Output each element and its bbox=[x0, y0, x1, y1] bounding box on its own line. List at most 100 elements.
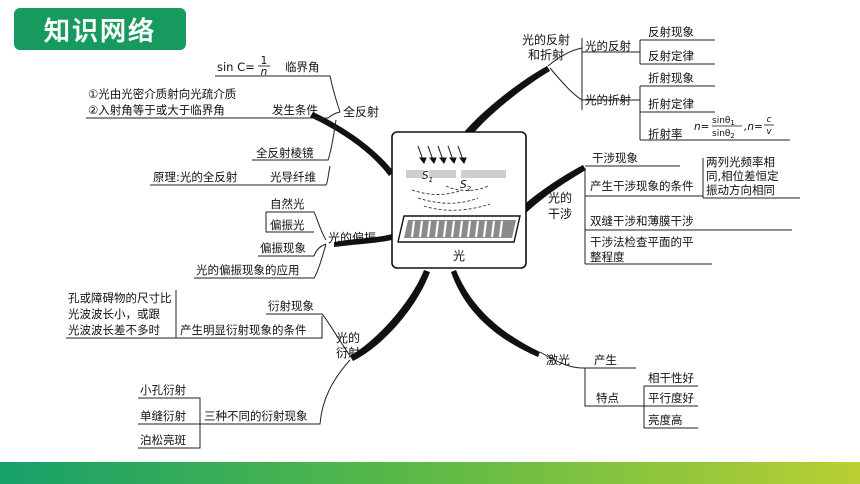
branch-interference bbox=[520, 165, 586, 213]
center-frame bbox=[391, 131, 527, 269]
if-connector-condition bbox=[585, 158, 800, 199]
if-double-slit: 双缝干涉和薄膜干涉 bbox=[590, 214, 694, 228]
rr-reflection-law: 反射定律 bbox=[648, 49, 694, 63]
diff-condition-1: 孔或障碍物的尺寸比 bbox=[68, 291, 172, 305]
interference-group: 光的 干涉 干涉现象 产生干涉现象的条件 两列光频率相 同,相位差恒定 振动方向… bbox=[548, 151, 779, 264]
diff-single-slit: 单缝衍射 bbox=[140, 409, 186, 423]
laser-brightness: 亮度高 bbox=[648, 413, 683, 427]
if-flatness-2: 整程度 bbox=[590, 250, 625, 264]
slit-s2 bbox=[456, 169, 461, 179]
tr-connector-condition bbox=[86, 111, 341, 119]
diff-connector-phenomenon bbox=[266, 313, 351, 357]
svg-text:c: c bbox=[767, 115, 772, 125]
laser-connector-main bbox=[539, 351, 636, 369]
diffraction-group: 光的 衍射 衍射现象 产生明显衍射现象的条件 孔或障碍物的尺寸比 光波波长小，或… bbox=[68, 291, 360, 447]
svg-text:v: v bbox=[766, 127, 772, 137]
svg-text:sinθ2: sinθ2 bbox=[712, 129, 735, 140]
rr-refractive-index: 折射率 bbox=[648, 127, 683, 141]
pol-connector-top bbox=[266, 211, 327, 241]
tr-condition: 发生条件 bbox=[272, 103, 318, 117]
pol-connector-mid bbox=[258, 243, 327, 257]
diff-condition-2: 光波波长小，或跟 bbox=[68, 307, 160, 321]
rr-reflection: 光的反射 bbox=[585, 39, 631, 53]
pol-phenomenon: 偏振现象 bbox=[260, 241, 306, 255]
branch-polarization bbox=[334, 234, 392, 247]
tr-connector-critical bbox=[215, 75, 341, 113]
laser-title: 激光 bbox=[546, 353, 570, 367]
tr-critical-angle: 临界角 bbox=[285, 60, 320, 74]
slit-s1 bbox=[424, 169, 429, 179]
diff-small-hole: 小孔衍射 bbox=[140, 383, 186, 397]
reflection-refraction-group: 光的反射 和折射 光的反射 反射现象 反射定律 光的折射 折射现象 折射定律 折… bbox=[522, 25, 774, 141]
svg-text:sinθ1: sinθ1 bbox=[712, 116, 735, 127]
diff-three-types: 三种不同的衍射现象 bbox=[204, 409, 308, 423]
branch-laser bbox=[451, 270, 540, 357]
tr-condition-2: ②入射角等于或大于临界角 bbox=[88, 103, 225, 117]
total-reflection-group: 全反射 sin C= 1 n 临界角 ①光由光密介质射向光疏介质 ②入射角等于或… bbox=[88, 55, 379, 184]
diff-poisson: 泊松亮斑 bbox=[140, 433, 186, 447]
if-condition-1: 两列光频率相 bbox=[706, 155, 775, 169]
tr-prism: 全反射棱镜 bbox=[256, 146, 314, 160]
rr-connector-reflection-h bbox=[582, 39, 715, 65]
polarization-group: 光的偏振 自然光 偏振光 偏振现象 光的偏振现象的应用 bbox=[196, 197, 376, 277]
s2-label: S2 bbox=[460, 179, 472, 193]
s1-label: S1 bbox=[422, 170, 433, 184]
rr-reflection-phenomenon: 反射现象 bbox=[648, 25, 694, 39]
laser-parallelism: 平行度好 bbox=[648, 391, 694, 405]
tr-fiber-principle: 原理:光的全反射 bbox=[153, 170, 238, 184]
branch-total-reflection bbox=[310, 112, 394, 176]
connector-lines bbox=[66, 38, 800, 449]
laser-connector-v bbox=[584, 368, 644, 407]
tr-formula: sin C= bbox=[217, 60, 255, 74]
rr-connector-refraction-h bbox=[639, 85, 790, 141]
rr-refraction: 光的折射 bbox=[585, 93, 631, 107]
svg-text:,n=: ,n= bbox=[744, 121, 763, 133]
pol-connector-bottom bbox=[194, 243, 327, 279]
rr-refraction-phenomenon: 折射现象 bbox=[648, 71, 694, 85]
diff-connector-types bbox=[138, 397, 201, 449]
tr-formula-num: 1 bbox=[261, 55, 268, 67]
diff-title-2: 衍射 bbox=[336, 345, 360, 360]
wavefronts bbox=[411, 185, 491, 211]
diff-connector-three bbox=[200, 359, 351, 425]
footer-gradient-bar bbox=[0, 462, 860, 484]
diff-connector-cond-text bbox=[66, 290, 177, 339]
diff-connector-condition bbox=[176, 316, 323, 339]
if-title-2: 干涉 bbox=[548, 207, 572, 221]
svg-text:n=: n= bbox=[694, 121, 709, 133]
tr-fiber: 光导纤维 bbox=[270, 170, 316, 184]
pol-connector-v1 bbox=[265, 212, 314, 233]
if-flatness-1: 干涉法检查平面的平 bbox=[590, 235, 694, 249]
diff-title-1: 光的 bbox=[336, 330, 360, 345]
tr-condition-1: ①光由光密介质射向光疏介质 bbox=[88, 87, 236, 101]
pol-application: 光的偏振现象的应用 bbox=[196, 263, 300, 277]
if-condition-3: 振动方向相同 bbox=[706, 183, 775, 197]
light-rays bbox=[417, 145, 467, 164]
laser-produce: 产生 bbox=[594, 353, 617, 367]
if-condition: 产生干涉现象的条件 bbox=[590, 179, 694, 193]
rr-title-2: 和折射 bbox=[528, 47, 564, 62]
diff-phenomenon: 衍射现象 bbox=[268, 299, 314, 313]
if-condition-2: 同,相位差恒定 bbox=[706, 169, 779, 183]
laser-features: 特点 bbox=[596, 391, 619, 405]
laser-group: 激光 产生 特点 相干性好 平行度好 亮度高 bbox=[546, 353, 694, 427]
diff-condition-3: 光波波长差不多时 bbox=[68, 323, 160, 337]
branch-diffraction bbox=[350, 270, 430, 361]
laser-coherence: 相干性好 bbox=[648, 371, 694, 385]
diff-condition: 产生明显衍射现象的条件 bbox=[180, 323, 307, 337]
rr-refractive-formula: n= sinθ1 sinθ2 ,n= c v bbox=[694, 115, 774, 140]
tr-connector-fiber bbox=[252, 119, 337, 161]
pol-title: 光的偏振 bbox=[328, 230, 376, 245]
rr-title-1: 光的反射 bbox=[522, 32, 570, 47]
tr-title: 全反射 bbox=[343, 104, 379, 119]
rr-refraction-law: 折射定律 bbox=[648, 97, 694, 111]
pol-natural: 自然光 bbox=[270, 197, 305, 211]
pol-polarized: 偏振光 bbox=[270, 218, 305, 232]
tr-formula-den: n bbox=[261, 66, 268, 78]
tr-connector-fiber-line bbox=[150, 165, 331, 186]
center-label: 光 bbox=[453, 249, 465, 263]
if-title-1: 光的 bbox=[548, 190, 572, 205]
rr-connector-reflection bbox=[547, 47, 583, 67]
fringe-screen bbox=[397, 215, 521, 243]
